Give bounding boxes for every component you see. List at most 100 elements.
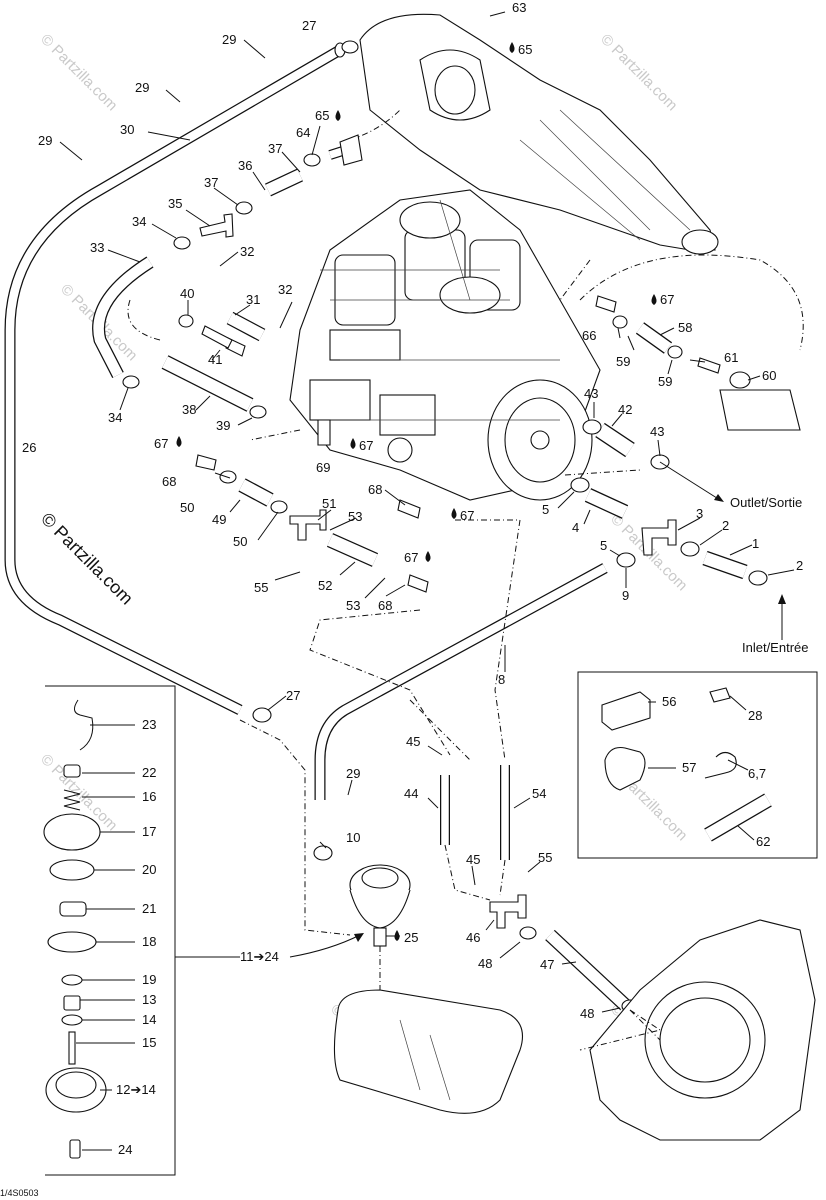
callout-leaders [59, 11, 795, 1013]
callout-46: 46 [466, 930, 480, 945]
callout-61: 61 [724, 350, 738, 365]
callout-47: 47 [540, 957, 554, 972]
callout-18: 18 [142, 934, 156, 949]
callout-12-14: 12➔14 [116, 1082, 156, 1097]
inset-box [577, 671, 818, 859]
callout-67: 67 [660, 292, 674, 307]
callout-67: 67 [154, 436, 168, 451]
callout-41: 41 [208, 352, 222, 367]
callout-5: 5 [542, 502, 549, 517]
callout-33: 33 [90, 240, 104, 255]
callout-65: 65 [315, 108, 329, 123]
callout-57: 57 [682, 760, 696, 775]
callout-9: 9 [622, 588, 629, 603]
drawing-code: 1/4S0503 [0, 1188, 39, 1198]
hose-26-30 [4, 42, 346, 715]
oil-drop-icon [176, 436, 182, 447]
oil-drop-icons [176, 42, 657, 941]
valve-assembly [333, 864, 524, 1114]
callout-37: 37 [204, 175, 218, 190]
callout-19: 19 [142, 972, 156, 987]
callout-42: 42 [618, 402, 632, 417]
callout-28: 28 [748, 708, 762, 723]
callout-55: 55 [254, 580, 268, 595]
oil-drop-icon [451, 508, 457, 519]
hose-38 [161, 355, 254, 412]
oil-drop-icon [425, 551, 431, 562]
callout-50: 50 [180, 500, 194, 515]
callout-63: 63 [512, 0, 526, 15]
callout-16: 16 [142, 789, 156, 804]
callout-5: 5 [600, 538, 607, 553]
oil-drop-icon [509, 42, 515, 53]
callout-29: 29 [346, 766, 360, 781]
callout-43: 43 [650, 424, 664, 439]
right-arrow-icon [354, 933, 364, 942]
callout-48: 48 [478, 956, 492, 971]
callout-labels: 63 65 27 29 29 30 29 65 64 37 36 37 35 3… [22, 0, 803, 1157]
callout-67: 67 [460, 508, 474, 523]
right-arrow-icon [714, 494, 724, 502]
callout-53: 53 [348, 509, 362, 524]
callout-13: 13 [142, 992, 156, 1007]
callout-59: 59 [658, 374, 672, 389]
callout-22: 22 [142, 765, 156, 780]
callout-66: 66 [582, 328, 596, 343]
oil-drop-icon [350, 438, 356, 449]
callout-20: 20 [142, 862, 156, 877]
callout-10: 10 [346, 830, 360, 845]
right-fittings [697, 357, 801, 431]
callout-62: 62 [756, 834, 770, 849]
callout-40: 40 [180, 286, 194, 301]
callout-34: 34 [132, 214, 146, 229]
callout-26: 26 [22, 440, 36, 455]
callout-31: 31 [246, 292, 260, 307]
callout-53: 53 [346, 598, 360, 613]
callout-37: 37 [268, 141, 282, 156]
callout-1: 1 [752, 536, 759, 551]
callout-29: 29 [135, 80, 149, 95]
oil-drop-icon [651, 294, 657, 305]
callout-68: 68 [368, 482, 382, 497]
flow-arrows [289, 461, 786, 958]
callout-2: 2 [796, 558, 803, 573]
callout-32: 32 [240, 244, 254, 259]
callout-69: 69 [316, 460, 330, 475]
callout-15: 15 [142, 1035, 156, 1050]
callout-48: 48 [580, 1006, 594, 1021]
callout-29: 29 [222, 32, 236, 47]
callout-27: 27 [302, 18, 316, 33]
callout-68: 68 [162, 474, 176, 489]
callout-39: 39 [216, 418, 230, 433]
callout-6-7: 6,7 [748, 766, 766, 781]
callout-44: 44 [404, 786, 418, 801]
dashed-routes [127, 299, 661, 1041]
callout-4: 4 [572, 520, 579, 535]
exploded-leaders [45, 685, 240, 1176]
callout-67: 67 [404, 550, 418, 565]
watermark-text: © Partzilla.com [37, 31, 120, 114]
callout-27: 27 [286, 688, 300, 703]
callout-35: 35 [168, 196, 182, 211]
callout-11-24: 11➔24 [240, 949, 279, 964]
callout-45: 45 [406, 734, 420, 749]
callout-52: 52 [318, 578, 332, 593]
hose-33 [92, 256, 154, 378]
inlet-label: Inlet/Entrée [742, 640, 809, 655]
callout-34: 34 [108, 410, 122, 425]
callout-67: 67 [359, 438, 373, 453]
hose-8 [314, 563, 608, 800]
callout-68: 68 [378, 598, 392, 613]
callout-50: 50 [233, 534, 247, 549]
up-arrow-icon [778, 594, 786, 604]
callout-30: 30 [120, 122, 134, 137]
callout-25: 25 [404, 930, 418, 945]
callout-51: 51 [322, 496, 336, 511]
callout-14: 14 [142, 1012, 156, 1027]
callout-59: 59 [616, 354, 630, 369]
callout-56: 56 [662, 694, 676, 709]
callout-54: 54 [532, 786, 546, 801]
callout-23: 23 [142, 717, 156, 732]
engine-block [289, 189, 601, 501]
